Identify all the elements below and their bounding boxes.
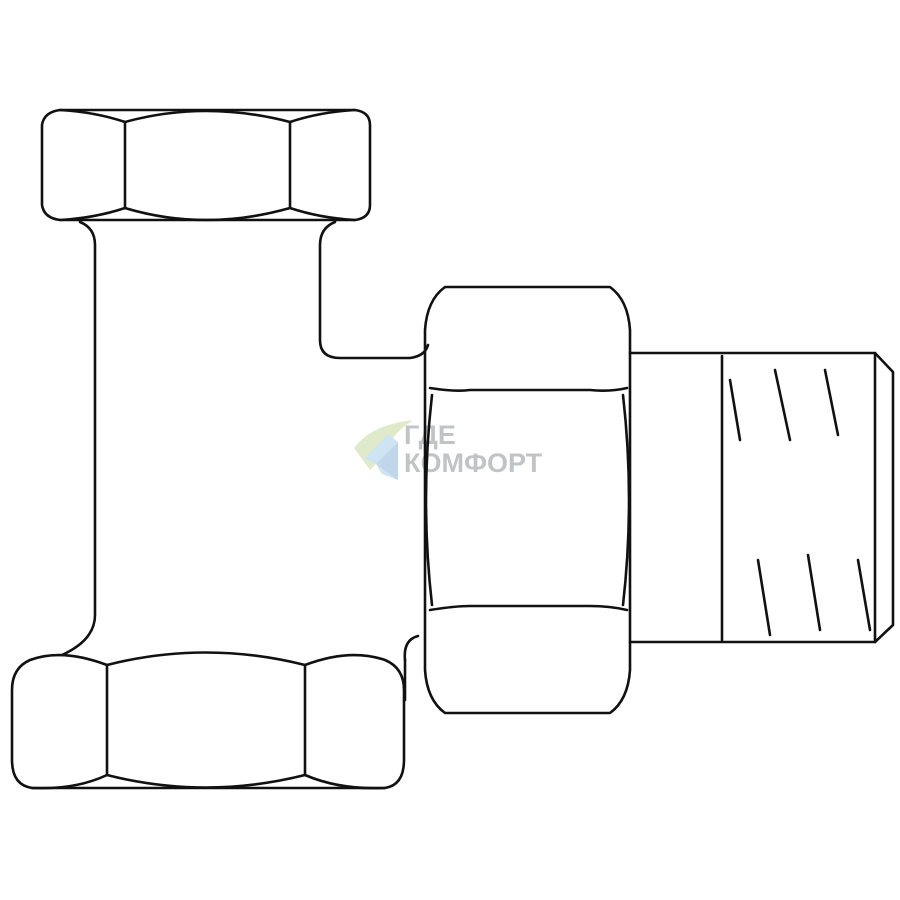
- valve-body: [60, 220, 430, 702]
- side-hex-nut: [423, 285, 632, 715]
- house-logo-icon: [354, 420, 412, 480]
- threaded-pipe: [628, 351, 895, 644]
- bottom-hex-nut: [10, 651, 406, 790]
- top-hex-nut: [40, 108, 372, 222]
